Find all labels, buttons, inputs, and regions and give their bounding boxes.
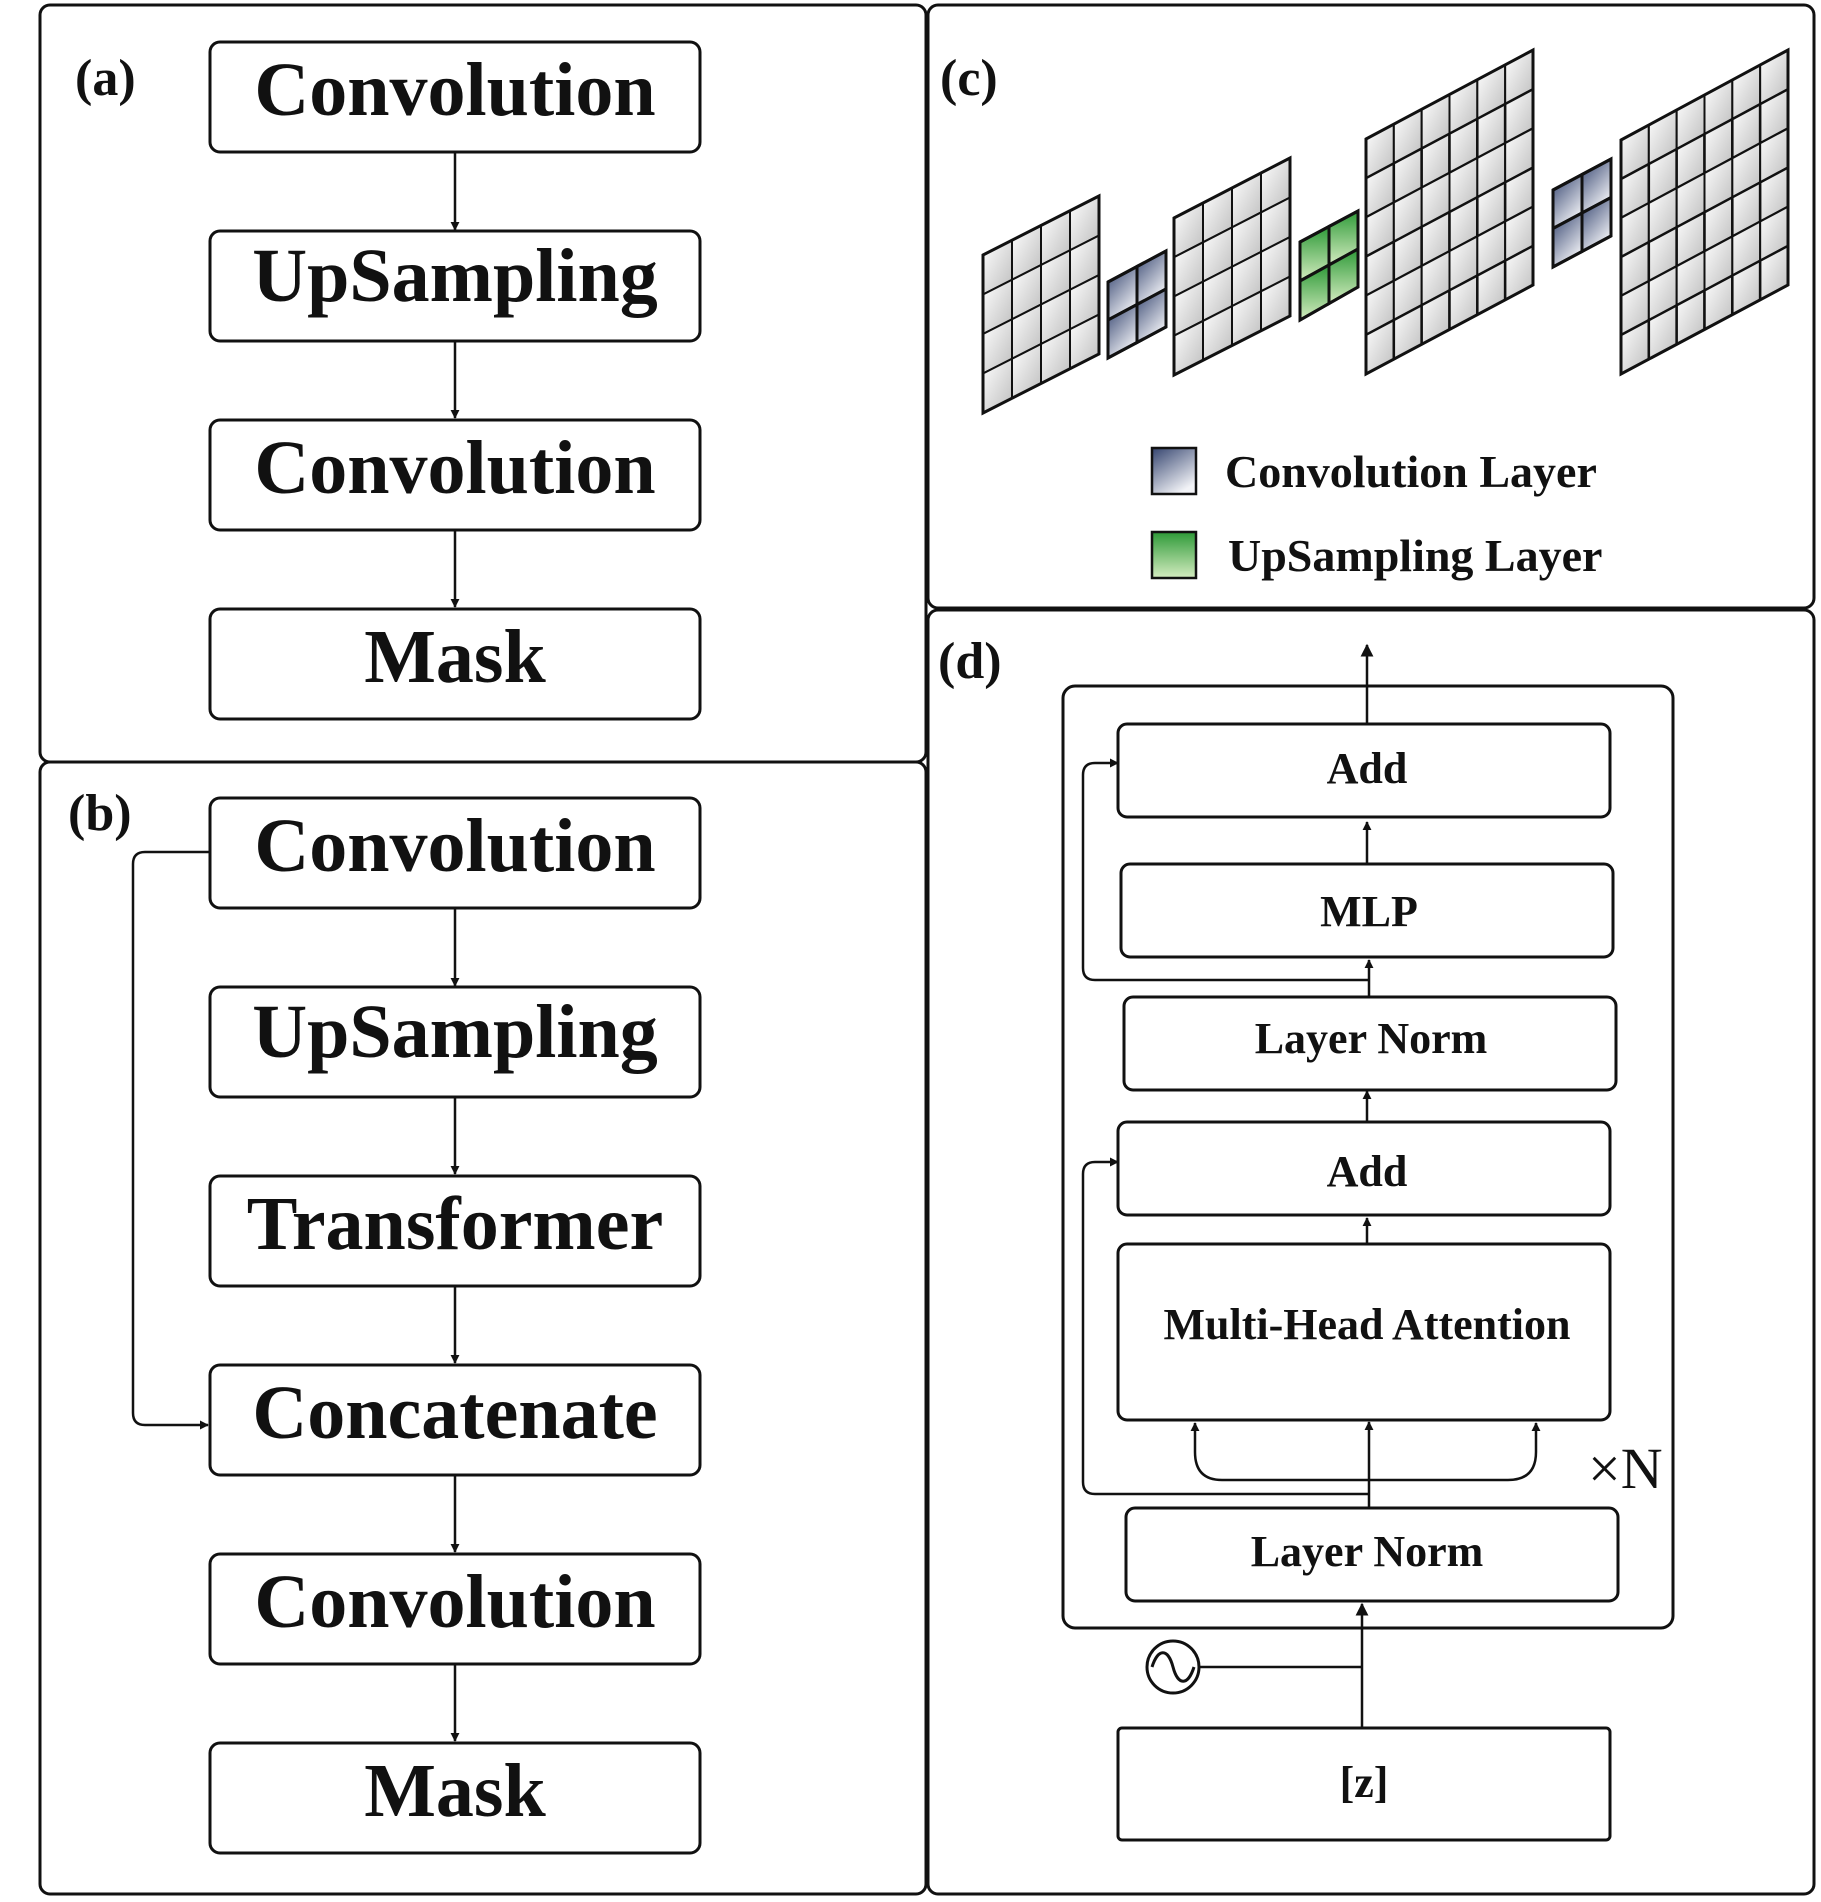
block-d-attention-label: Multi-Head Attention — [1164, 1300, 1571, 1349]
block-d-layernorm-lower-label: Layer Norm — [1251, 1527, 1484, 1576]
panel-d-arrows — [1081, 643, 1541, 1728]
feature-map-6x6-a — [1364, 47, 1535, 377]
legend-upsampling-label: UpSampling Layer — [1228, 530, 1602, 581]
feature-map-4x4-a — [981, 193, 1101, 416]
panel-b-label: (b) — [68, 785, 132, 842]
grid-outline — [981, 193, 1101, 416]
block-b-mask-label: Mask — [364, 1749, 546, 1833]
grid-outline — [1298, 208, 1360, 323]
panel-b-border — [38, 760, 928, 1896]
block-d-input-label: [z] — [1340, 1758, 1389, 1807]
block-b-convolution-1-label: Convolution — [254, 804, 655, 888]
panel-c-label: (c) — [940, 50, 998, 107]
grid-outline — [1172, 155, 1292, 378]
legend-upsampling: UpSampling Layer — [1150, 530, 1602, 581]
block-d-attention: Multi-Head Attention — [1116, 1242, 1612, 1422]
block-a-convolution-2: Convolution — [208, 418, 702, 532]
block-d-layernorm-lower: Layer Norm — [1124, 1506, 1620, 1603]
block-b-concatenate: Concatenate — [208, 1363, 702, 1477]
block-d-add-mid-label: Add — [1327, 1147, 1408, 1196]
grid-outline — [1106, 248, 1168, 361]
block-a-upsampling-label: UpSampling — [252, 234, 658, 318]
block-b-concatenate-label: Concatenate — [252, 1371, 657, 1455]
block-b-upsampling: UpSampling — [208, 985, 702, 1099]
block-d-input: [z] — [1116, 1726, 1612, 1842]
block-d-layernorm-upper-label: Layer Norm — [1255, 1014, 1488, 1063]
block-b-convolution-2-label: Convolution — [254, 1560, 655, 1644]
grid-outline — [1364, 47, 1535, 377]
block-b-transformer-label: Transformer — [247, 1182, 663, 1266]
block-b-convolution-2: Convolution — [208, 1552, 702, 1666]
block-a-convolution-1: Convolution — [208, 40, 702, 154]
panel-d-border — [926, 608, 1816, 1896]
block-b-transformer: Transformer — [208, 1174, 702, 1288]
residual-arrow-lower — [1081, 1157, 1369, 1496]
panel-b-arrows — [131, 850, 460, 1742]
grid-outline — [1551, 156, 1613, 270]
block-b-upsampling-label: UpSampling — [252, 990, 658, 1074]
repeat-count-label: ×N — [1588, 1436, 1663, 1501]
block-d-layernorm-upper: Layer Norm — [1122, 995, 1618, 1092]
block-b-convolution-1: Convolution — [208, 796, 702, 910]
conv-kernel-2x2-b — [1551, 156, 1613, 270]
block-d-mlp-label: MLP — [1320, 887, 1418, 936]
panel-a-label: (a) — [75, 50, 136, 107]
positional-encoding-icon — [1145, 1639, 1201, 1695]
legend-convolution-swatch — [1150, 446, 1198, 496]
feature-map-6x6-b — [1619, 47, 1790, 377]
panel-c-border — [926, 3, 1816, 610]
skip-connection-arrow — [131, 850, 210, 1430]
panel-d-label: (d) — [938, 633, 1002, 690]
block-d-add-top-label: Add — [1327, 744, 1408, 793]
feature-map-4x4-b — [1172, 155, 1292, 378]
block-a-upsampling: UpSampling — [208, 229, 702, 343]
block-d-add-top: Add — [1116, 722, 1612, 819]
block-a-convolution-1-label: Convolution — [254, 48, 655, 132]
block-a-convolution-2-label: Convolution — [254, 426, 655, 510]
feature-map-illustration — [981, 47, 1790, 416]
block-a-mask-label: Mask — [364, 615, 546, 699]
residual-arrow-upper — [1081, 758, 1369, 982]
legend-upsampling-swatch — [1150, 530, 1198, 580]
conv-kernel-2x2-a — [1106, 248, 1168, 361]
qkv-branch-arrows — [1190, 1422, 1369, 1482]
legend-convolution: Convolution Layer — [1150, 446, 1597, 497]
block-b-mask: Mask — [208, 1741, 702, 1855]
grid-outline — [1619, 47, 1790, 377]
upsample-kernel-2x2 — [1298, 208, 1360, 323]
legend-convolution-label: Convolution Layer — [1225, 446, 1597, 497]
block-a-mask: Mask — [208, 607, 702, 721]
block-d-mlp: MLP — [1119, 862, 1615, 959]
block-d-add-mid: Add — [1116, 1120, 1612, 1217]
